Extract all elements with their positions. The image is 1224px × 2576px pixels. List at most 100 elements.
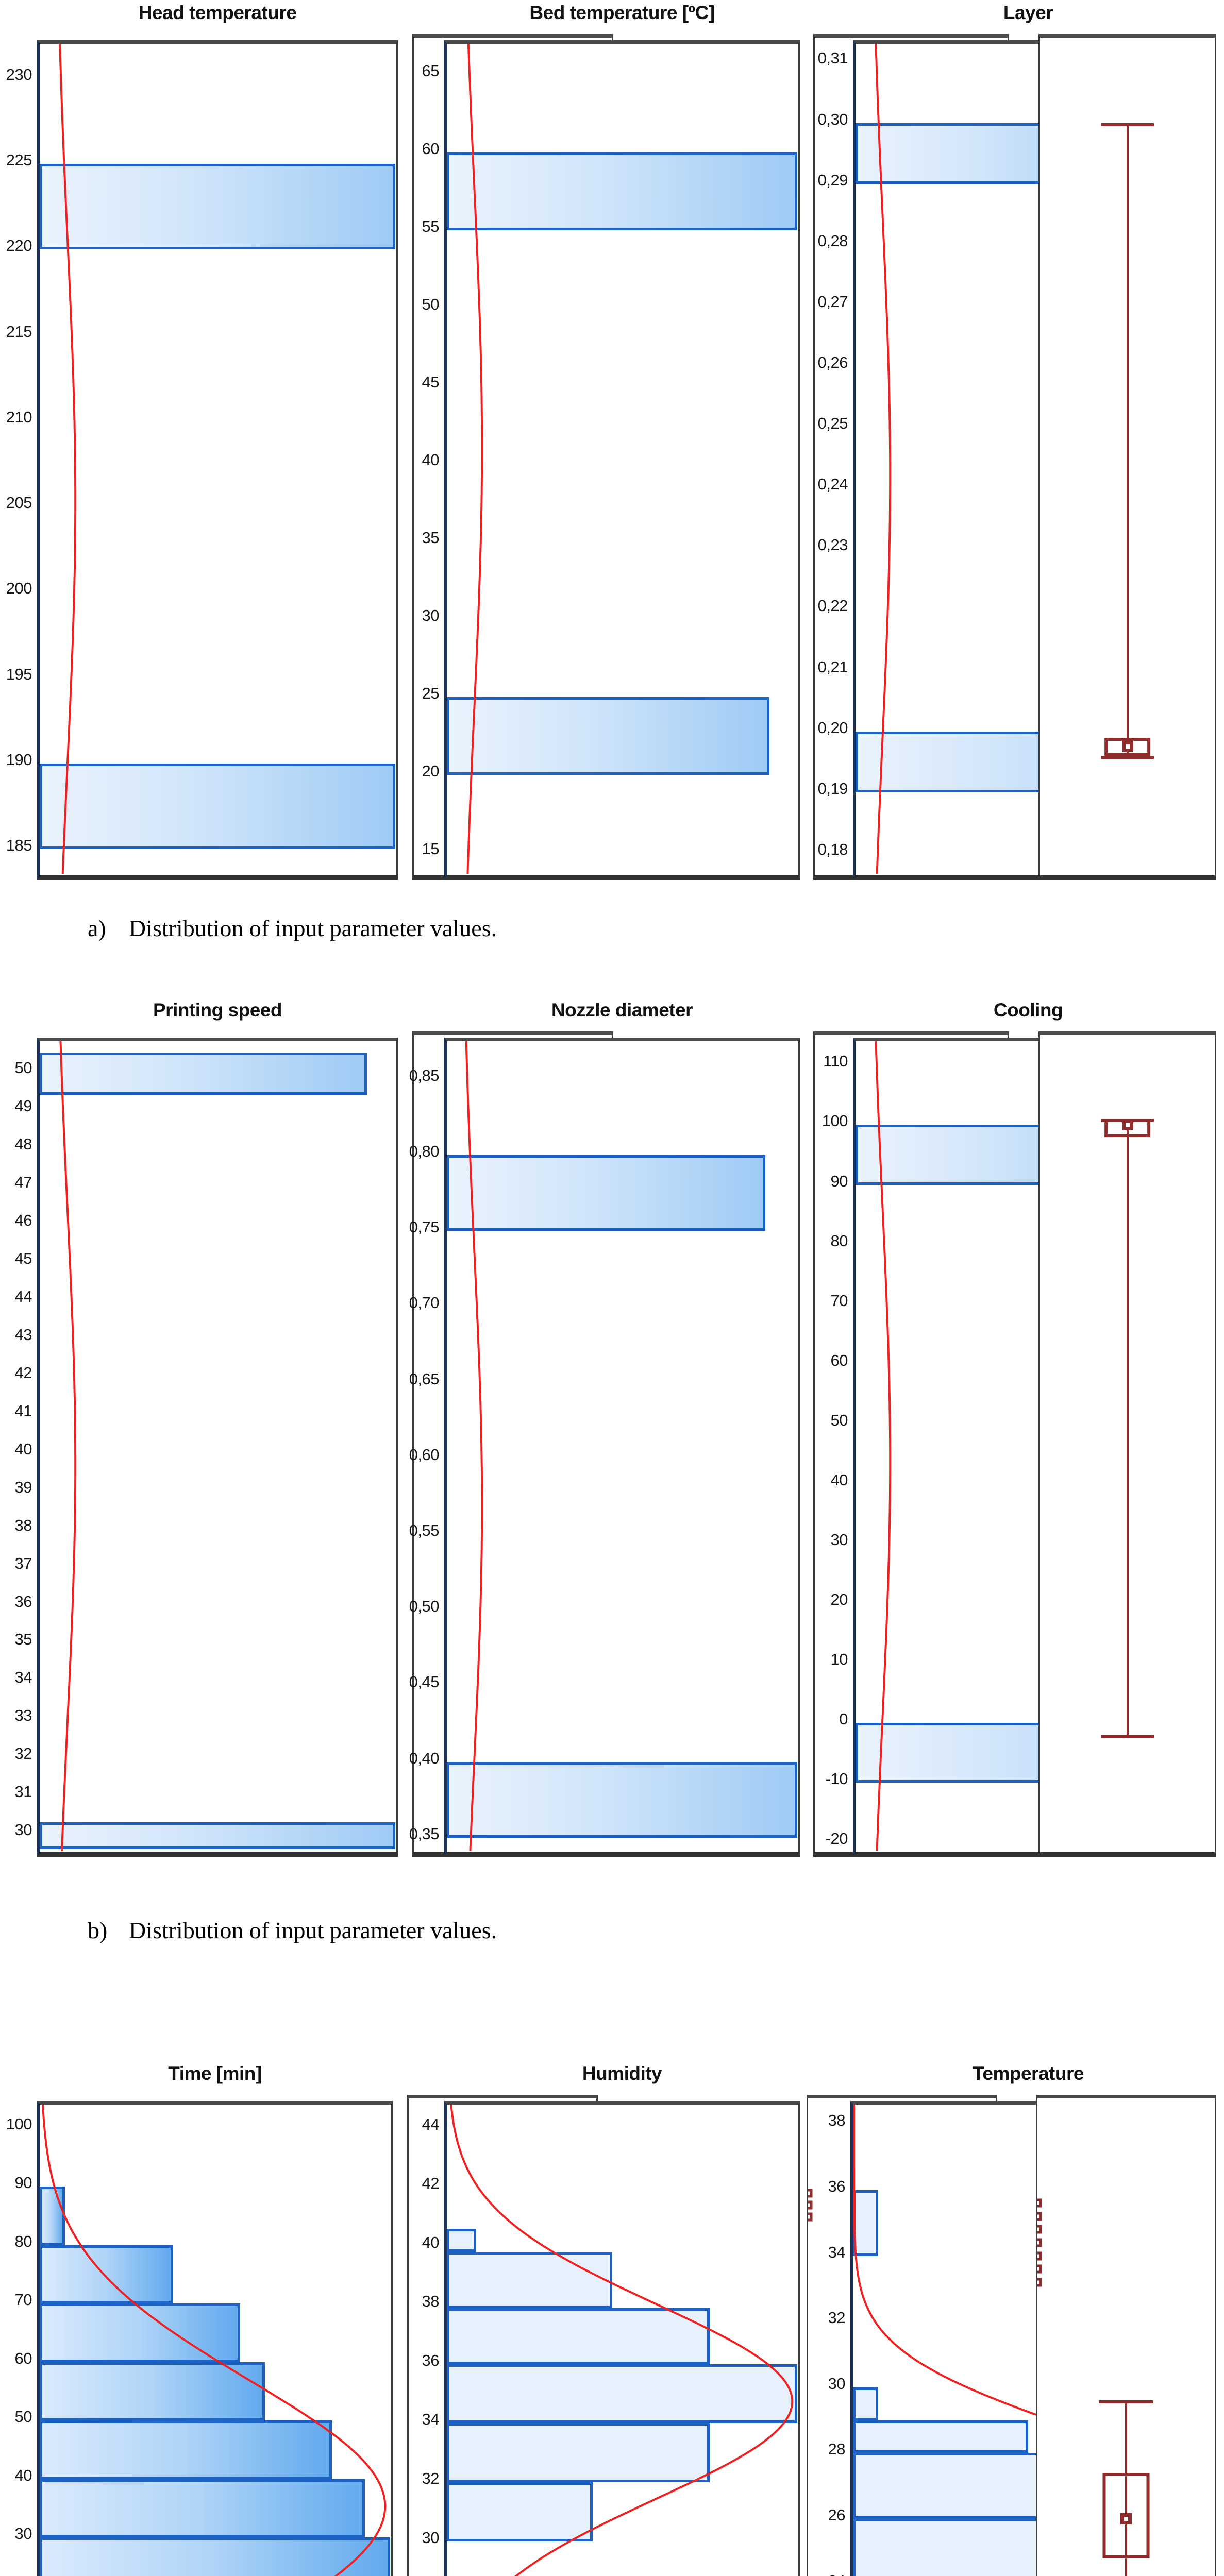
- axis-tick-label: 50: [830, 1411, 848, 1429]
- histogram-bar: [40, 764, 395, 850]
- whisker-cap-top: [1100, 123, 1154, 126]
- axis-tick-label: 30: [422, 606, 440, 624]
- outlier-point: [1037, 2278, 1042, 2287]
- mean-marker: [1120, 2513, 1132, 2524]
- axis-tick-label: 30: [830, 1530, 848, 1549]
- outlier-point: [1037, 2198, 1042, 2208]
- axis-tick-label: 0,75: [409, 1218, 440, 1236]
- axis-tick-label: 200: [6, 579, 32, 598]
- chart-title: Head temperature: [138, 2, 297, 23]
- axis-tick-label: 80: [830, 1231, 848, 1250]
- axis-tick-label: 65: [422, 62, 440, 80]
- caption-label: a): [88, 915, 106, 941]
- axis-tick-label: 40: [14, 1439, 32, 1458]
- histogram-bar: [40, 2362, 265, 2421]
- whisker-line: [1126, 1118, 1129, 1735]
- axis-tick-label: 225: [6, 150, 32, 169]
- chart-title: Layer: [1003, 2, 1053, 23]
- axis-tick-label: 34: [14, 1668, 32, 1687]
- axis-tick-label: 0,30: [817, 110, 848, 128]
- axis-tick-label: 32: [828, 2309, 846, 2327]
- axis-tick-label: 30: [14, 1821, 32, 1839]
- axis-tick-label: 36: [422, 2351, 440, 2369]
- axis-tick-label: 39: [14, 1478, 32, 1496]
- axis-tick-label: 230: [6, 65, 32, 83]
- axis-tick-label: 110: [823, 1052, 848, 1071]
- histogram-plot: [444, 2101, 800, 2576]
- axis-tick-label: 38: [828, 2111, 846, 2130]
- histogram-bar: [447, 2364, 797, 2424]
- axis-tick-label: 47: [14, 1173, 32, 1192]
- axis-tick-label: 90: [14, 2173, 32, 2192]
- axis-tick-label: 0,65: [409, 1369, 440, 1388]
- axis-tick-label: 0,18: [817, 840, 848, 858]
- histogram-bar: [40, 2420, 332, 2479]
- outlier-point: [808, 2212, 813, 2222]
- axis-tick-label: 48: [14, 1135, 32, 1154]
- whisker-cap-bottom: [1100, 755, 1154, 759]
- axis-tick-label: 205: [6, 494, 32, 512]
- axis-tick-label: 49: [14, 1097, 32, 1115]
- axis-tick-label: 0,85: [409, 1066, 440, 1084]
- chart-title: Nozzle diameter: [551, 999, 693, 1021]
- axis-tick-label: 30: [828, 2374, 846, 2393]
- whisker-line: [1126, 123, 1129, 756]
- whisker-cap-bottom: [1100, 1735, 1154, 1738]
- axis-tick-label: 34: [422, 2410, 440, 2429]
- outlier-point: [1037, 2238, 1042, 2247]
- histogram-inner: [40, 1041, 396, 1852]
- axis-tick-label: 33: [14, 1706, 32, 1725]
- box-plot-inner: [1040, 1035, 1215, 1852]
- axis-tick-label: 55: [422, 217, 440, 236]
- axis-tick-label: 90: [830, 1172, 848, 1190]
- axis-tick-label: 185: [6, 836, 32, 855]
- axis-tick-label: 30: [14, 2524, 32, 2543]
- axis-tick-label: 34: [828, 2243, 846, 2261]
- axis-tick-label: 0,23: [817, 536, 848, 554]
- outlier-point: [1037, 2251, 1042, 2261]
- axis-tick-label: 0,60: [409, 1445, 440, 1464]
- axis-tick-label: 32: [14, 1744, 32, 1763]
- axis-tick-label: 0,55: [409, 1521, 440, 1539]
- axis-tick-label: 0,40: [409, 1749, 440, 1767]
- axis-tick-label: 70: [14, 2291, 32, 2309]
- axis-tick-label: 70: [830, 1291, 848, 1310]
- panel-caption: a)Distribution of input parameter values…: [88, 914, 497, 942]
- axis-tick-label: 190: [6, 751, 32, 769]
- caption-text: Distribution of input parameter values.: [129, 1917, 497, 1943]
- outlier-points: [808, 2098, 902, 2576]
- histogram-plot: [444, 40, 800, 880]
- axis-tick-label: 35: [14, 1630, 32, 1649]
- histogram-bar: [40, 1053, 367, 1095]
- caption-label: b): [88, 1917, 108, 1943]
- histogram-bar: [40, 2186, 65, 2245]
- axis-tick-label: 220: [6, 236, 32, 255]
- chart-title: Humidity: [582, 2063, 662, 2084]
- histogram-bar: [40, 2303, 240, 2362]
- axis-tick-label: 36: [828, 2177, 846, 2195]
- axis-tick-label: 100: [821, 1112, 848, 1130]
- histogram-bar: [40, 1822, 395, 1849]
- axis-tick-label: 24: [828, 2572, 846, 2576]
- axis-tick-label: 38: [422, 2292, 440, 2311]
- axis-tick-label: -20: [825, 1829, 848, 1848]
- outlier-points: [1037, 2098, 1126, 2576]
- axis-tick-label: 60: [830, 1351, 848, 1369]
- outlier-point: [1037, 2212, 1042, 2221]
- histogram-bar: [447, 697, 769, 775]
- axis-tick-label: 0,19: [817, 779, 848, 798]
- box-plot-inner: [1040, 38, 1215, 875]
- box-plot: [1038, 1031, 1216, 1857]
- axis-tick-label: 37: [14, 1554, 32, 1572]
- axis-tick-label: 46: [14, 1211, 32, 1229]
- axis-tick-label: 0,25: [817, 414, 848, 433]
- axis-tick-label: 40: [14, 2466, 32, 2484]
- axis-tick-label: 0,35: [409, 1824, 440, 1843]
- histogram-inner: [40, 44, 396, 875]
- axis-tick-label: 20: [422, 761, 440, 780]
